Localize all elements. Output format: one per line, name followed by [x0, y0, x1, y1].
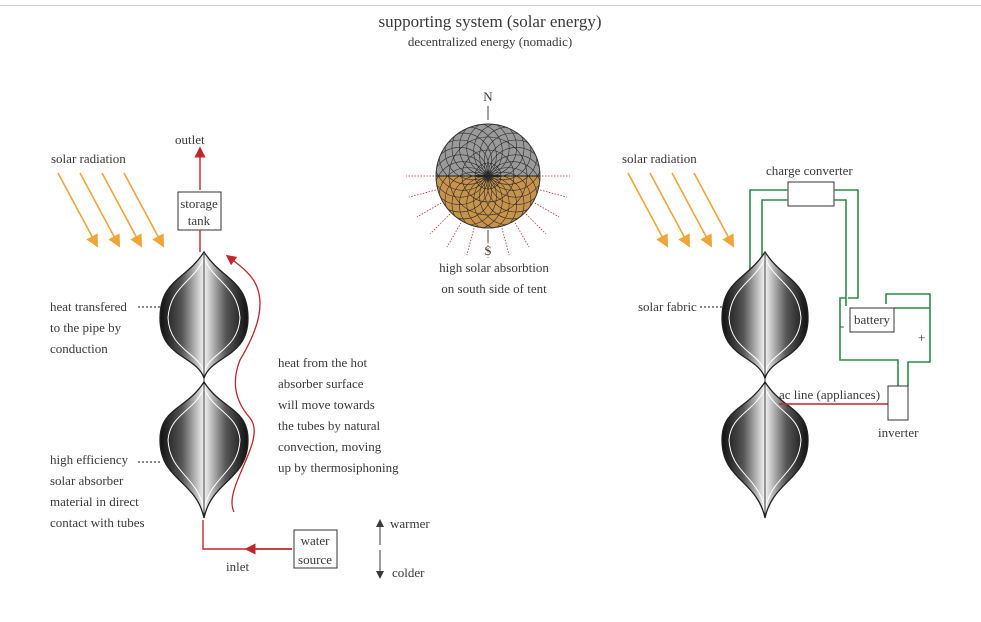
left-solar-rays	[57, 172, 165, 248]
wire-fabric-to-converter-inner	[761, 199, 788, 262]
top-border	[0, 0, 981, 6]
dome-facet-line	[444, 124, 503, 181]
battery-label: battery	[854, 312, 891, 327]
absorber-line-3: material in direct	[50, 494, 139, 509]
sun-ray	[466, 228, 475, 256]
dome-facet-line	[483, 132, 540, 191]
absorber-line-4: contact with tubes	[50, 515, 145, 530]
left-panel: solar radiation outlet storage tank heat…	[50, 132, 430, 580]
left-radiation-label: solar radiation	[51, 151, 126, 166]
page-subtitle: decentralized energy (nomadic)	[408, 34, 572, 49]
page-title: supporting system (solar energy)	[378, 12, 601, 31]
north-label: N	[483, 89, 493, 104]
heat-transfer-line-3: conduction	[50, 341, 108, 356]
colder-label: colder	[392, 565, 425, 580]
wire-battery-to-inverter-neg	[839, 297, 899, 386]
sun-ray	[540, 189, 568, 198]
dome-facet-line	[486, 139, 540, 198]
water-source-box	[293, 529, 338, 569]
ray	[57, 172, 99, 248]
inlet-label: inlet	[226, 559, 249, 574]
sun-ray	[514, 222, 530, 248]
wire-converter-to-battery-a	[834, 189, 859, 299]
wire-fabric-to-converter-outer	[749, 189, 788, 298]
ray	[693, 172, 735, 248]
battery-minus-label: -	[840, 318, 844, 333]
wiring	[749, 189, 931, 386]
ray	[649, 172, 691, 248]
charge-converter-box	[787, 181, 835, 207]
convection-line-2: absorber surface	[278, 376, 364, 391]
absorber-line-2: solar absorber	[50, 473, 124, 488]
center-dome-panel: N S high solar absorbtion on south side …	[406, 89, 570, 296]
ac-line-label: ac line (appliances)	[779, 387, 880, 402]
warmer-label: warmer	[390, 516, 430, 531]
right-solar-fabric-collector	[721, 250, 809, 519]
inverter-label: inverter	[878, 425, 919, 440]
wire-converter-to-battery-b	[834, 199, 847, 306]
convection-line-1: heat from the hot	[278, 355, 368, 370]
ray	[101, 172, 143, 248]
absorber-line-1: high efficiency	[50, 452, 129, 467]
ray	[79, 172, 121, 248]
convection-line-6: up by thermosiphoning	[278, 460, 399, 475]
dome-caption-line-1: high solar absorbtion	[439, 260, 549, 275]
wire-battery-pos-loop	[885, 293, 931, 309]
ray	[627, 172, 669, 248]
solar-fabric-label: solar fabric	[638, 299, 697, 314]
storage-tank-label-1: storage	[180, 196, 218, 211]
water-source-label-1: water	[301, 533, 331, 548]
dome-facet-line	[451, 124, 510, 178]
sun-ray	[534, 202, 560, 218]
convection-line-4: the tubes by natural	[278, 418, 381, 433]
wire-battery-to-inverter-pos	[907, 308, 931, 386]
storage-tank-label-2: tank	[188, 213, 211, 228]
battery-plus-label: +	[918, 330, 925, 345]
right-solar-rays	[627, 172, 735, 248]
convection-line-3: will move towards	[278, 397, 375, 412]
convection-flow-arrow	[225, 254, 261, 513]
sun-ray	[408, 189, 436, 198]
battery-box	[849, 307, 895, 333]
dome-facet-line	[473, 124, 532, 181]
inverter-box	[887, 385, 909, 421]
inlet-pipe	[202, 520, 292, 550]
south-label: S	[484, 243, 491, 258]
convection-line-5: convection, moving	[278, 439, 382, 454]
dome-caption-line-2: on south side of tent	[441, 281, 547, 296]
sun-ray	[446, 222, 462, 248]
sun-ray	[501, 228, 510, 256]
dome-facet-line	[466, 124, 525, 178]
heat-transfer-line-2: to the pipe by	[50, 320, 122, 335]
outlet-label: outlet	[175, 132, 205, 147]
right-panel: solar radiation charge converter battery…	[622, 151, 931, 519]
charge-converter-label: charge converter	[766, 163, 853, 178]
sun-ray	[525, 213, 547, 235]
right-radiation-label: solar radiation	[622, 151, 697, 166]
ray	[123, 172, 165, 248]
heat-transfer-line-1: heat transfered	[50, 299, 127, 314]
water-source-label-2: source	[298, 552, 332, 567]
ray	[671, 172, 713, 248]
sun-ray	[429, 213, 451, 235]
left-solar-collector	[159, 250, 249, 519]
sun-ray	[416, 202, 442, 218]
